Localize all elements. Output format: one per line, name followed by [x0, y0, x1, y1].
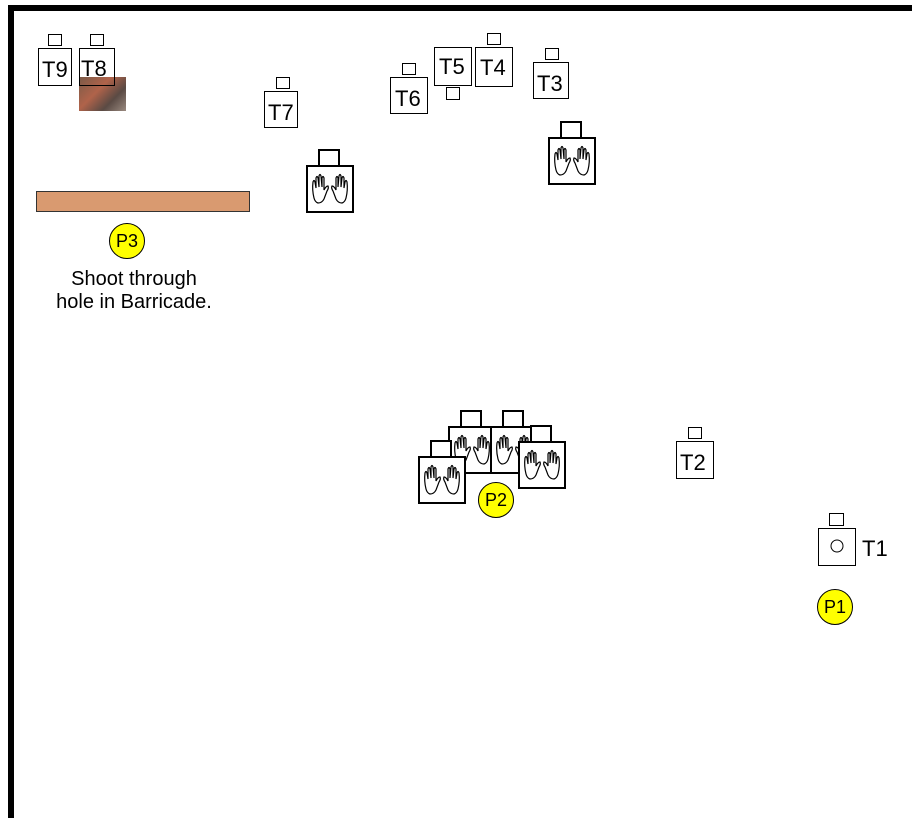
- position-p1: P1: [817, 589, 853, 625]
- no-shoot-target: [549, 122, 595, 184]
- position-p2: P2: [478, 482, 514, 518]
- no-shoot-target: [307, 150, 353, 212]
- position-p3: P3: [109, 223, 145, 259]
